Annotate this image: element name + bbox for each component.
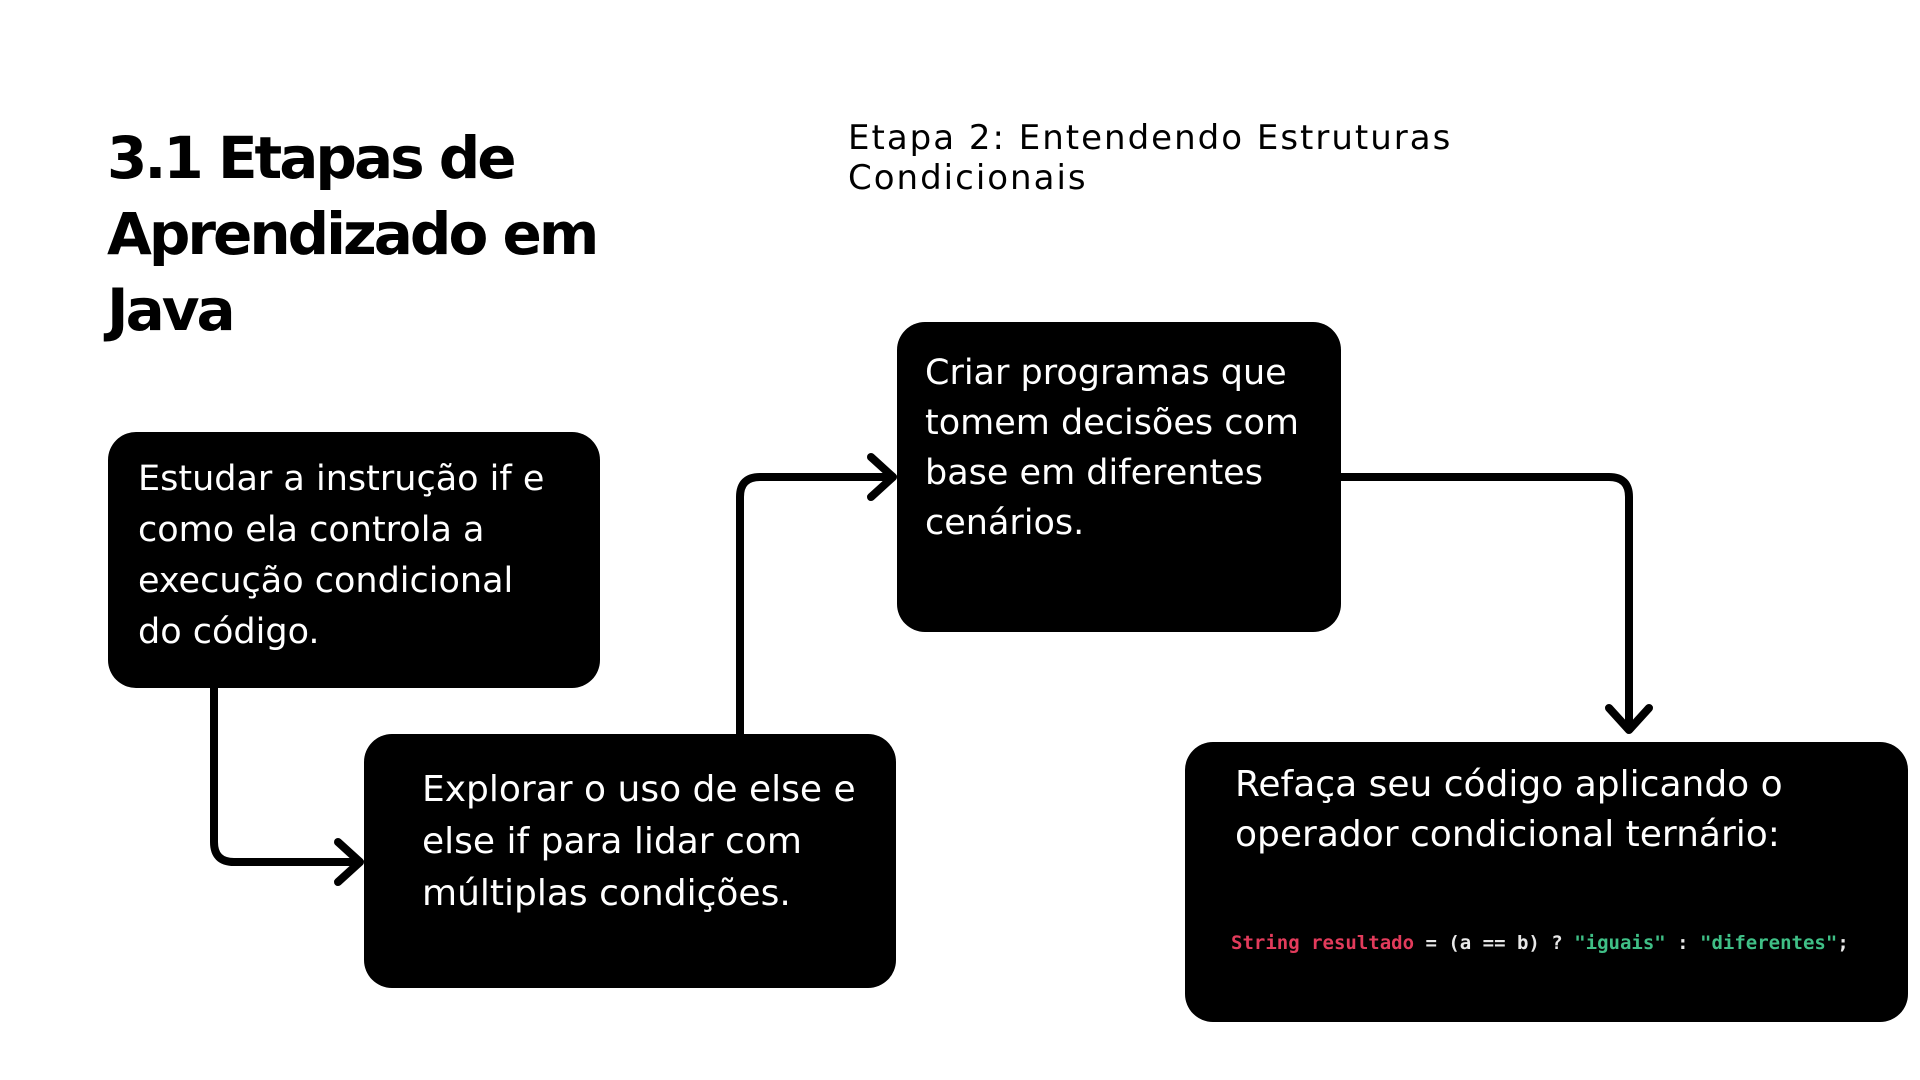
code-type-and-var: String resultado [1231, 932, 1415, 954]
step-box-programs: Criar programas que tomem decisões com b… [897, 322, 1341, 632]
step-1-line-1: Estudar a instrução if e [138, 459, 545, 499]
title-line-3: Java [107, 276, 236, 344]
step-text: Refaça seu código aplicando o operador c… [1235, 760, 1783, 860]
step-2-line-2: else if para lidar com [422, 821, 802, 862]
connector-2-to-3 [736, 473, 895, 738]
subtitle-line-1: Etapa 2: Entendendo Estruturas [848, 118, 1453, 158]
connector-1-to-2 [210, 684, 362, 866]
code-separator: : [1665, 932, 1701, 954]
step-2-line-1: Explorar o uso de else e [422, 769, 856, 810]
title-line-2: Aprendizado em [107, 200, 599, 268]
code-snippet: String resultado = (a == b) ? "iguais" :… [1231, 932, 1849, 954]
step-3-line-4: cenários. [925, 503, 1085, 543]
title-line-1: 3.1 Etapas de [107, 124, 517, 192]
arrow-down-icon [1605, 704, 1653, 734]
step-3-line-2: tomem decisões com [925, 403, 1299, 443]
step-3-line-1: Criar programas que [925, 353, 1287, 393]
code-string-1: "iguais" [1574, 932, 1666, 954]
code-string-2: "diferentes" [1700, 932, 1838, 954]
connector-3-to-4 [1337, 473, 1633, 732]
step-2-line-3: múltiplas condições. [422, 873, 791, 914]
step-4-line-2: operador condicional ternário: [1235, 814, 1780, 855]
step-box-ternary: Refaça seu código aplicando o operador c… [1185, 742, 1908, 1022]
arrow-right-icon [867, 453, 897, 501]
step-text: Criar programas que tomem decisões com b… [925, 348, 1299, 548]
page-title: 3.1 Etapas de Aprendizado em Java [107, 120, 667, 348]
step-1-line-3: execução condicional [138, 561, 514, 601]
step-1-line-4: do código. [138, 612, 320, 652]
arrow-right-icon [334, 838, 364, 886]
step-box-else: Explorar o uso de else e else if para li… [364, 734, 896, 988]
step-4-line-1: Refaça seu código aplicando o [1235, 764, 1783, 805]
step-text: Estudar a instrução if e como ela contro… [138, 454, 544, 658]
step-3-line-3: base em diferentes [925, 453, 1263, 493]
code-assign: = (a == b) ? [1414, 932, 1575, 954]
step-text: Explorar o uso de else e else if para li… [422, 764, 856, 920]
subtitle-line-2: Condicionais [848, 158, 1088, 198]
step-1-line-2: como ela controla a [138, 510, 485, 550]
page-subtitle: Etapa 2: Entendendo Estruturas Condicion… [848, 118, 1548, 198]
step-box-if: Estudar a instrução if e como ela contro… [108, 432, 600, 688]
code-end: ; [1837, 932, 1849, 954]
